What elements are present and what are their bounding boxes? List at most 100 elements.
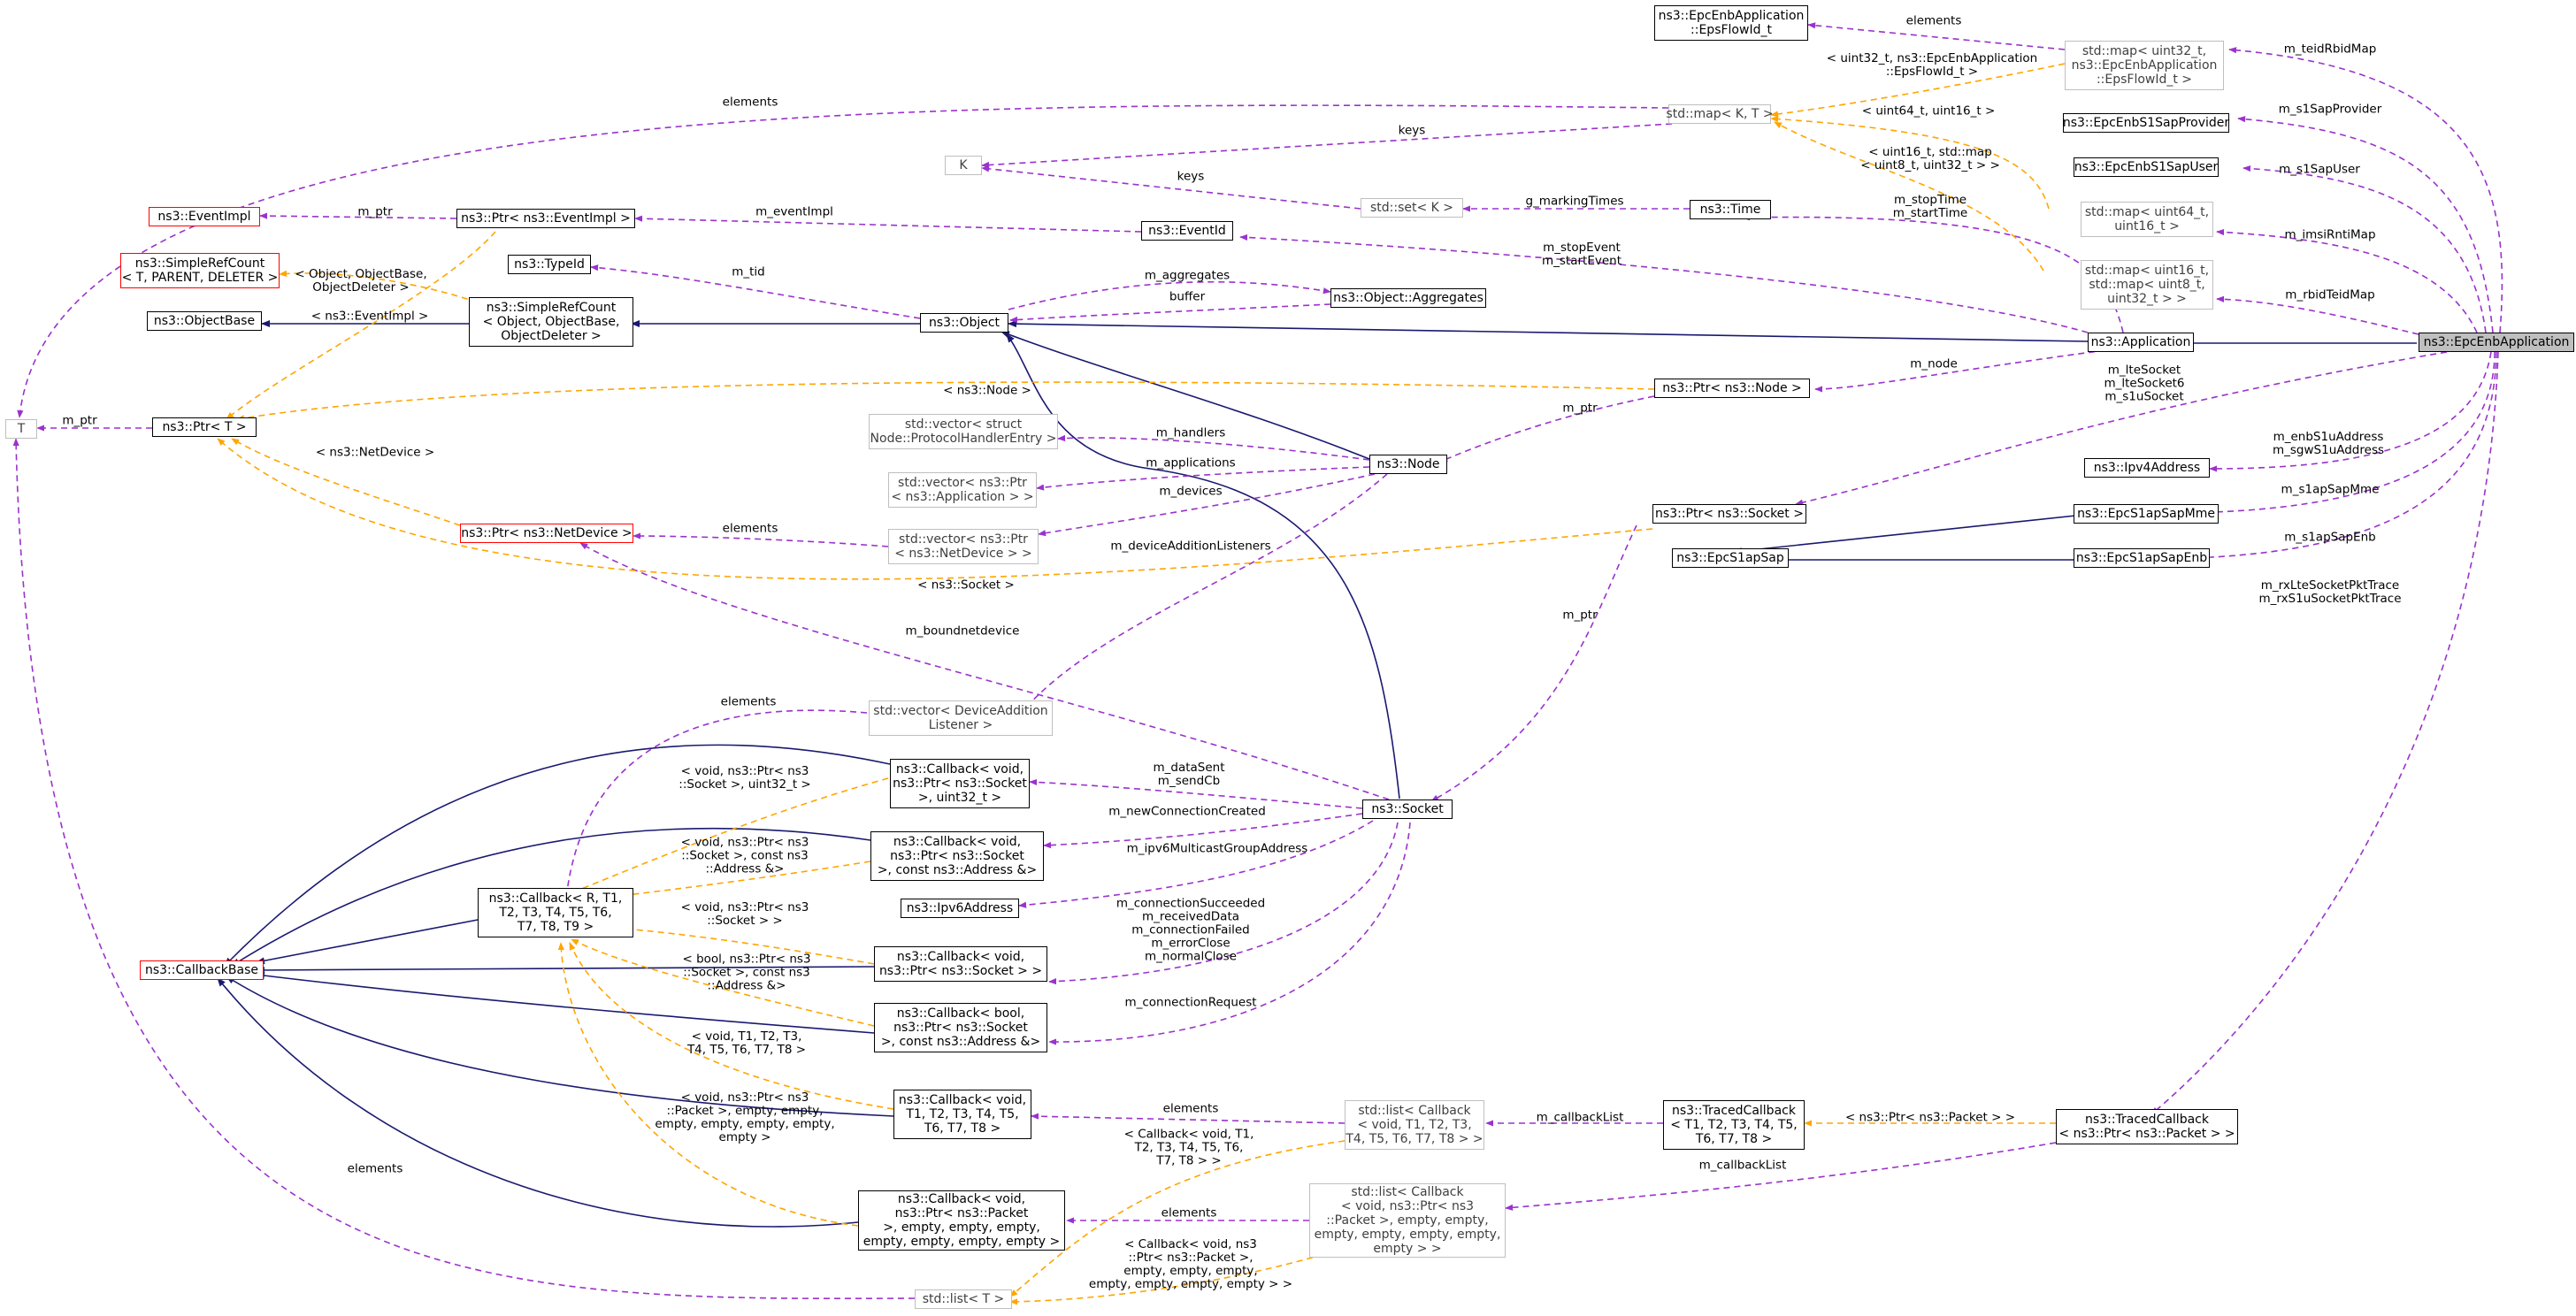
label-mboundnetdevice: m_boundnetdevice <box>905 624 1020 639</box>
node-ipv6address[interactable]: ns3::Ipv6Address <box>901 899 1019 918</box>
edge-deviceadditionlisteners <box>1025 473 1388 708</box>
node-ptr-netdevice[interactable]: ns3::Ptr< ns3::NetDevice > <box>460 524 633 543</box>
label-buffer: buffer <box>1169 289 1206 304</box>
label-mptr-eventimpl: m_ptr <box>357 204 393 219</box>
node-epcs1apsap[interactable]: ns3::EpcS1apSap <box>1672 548 1789 568</box>
edge-cbbase-to-callback-template <box>256 919 479 965</box>
edge-ptr-node <box>1439 395 1655 463</box>
node-s1sapprovider[interactable]: ns3::EpcEnbS1SapProvider <box>2063 113 2229 133</box>
edge-s1apsap-to-mme <box>1733 514 2085 555</box>
label-mdevices: m_devices <box>1159 484 1223 499</box>
node-callbackbase[interactable]: ns3::CallbackBase <box>140 960 264 980</box>
label-elements-netdevice: elements <box>722 521 778 536</box>
node-callback-void-t1[interactable]: ns3::Callback< void, T1, T2, T3, T4, T5,… <box>893 1090 1031 1139</box>
node-epcs1apsapenb[interactable]: ns3::EpcS1apSapEnb <box>2074 548 2210 568</box>
edge-list-cb-elements <box>1031 1113 1346 1124</box>
edge-sockets <box>1795 351 2448 506</box>
node-objectbase[interactable]: ns3::ObjectBase <box>147 311 262 331</box>
node-simplerefcount-template[interactable]: ns3::SimpleRefCount < T, PARENT, DELETER… <box>120 253 280 288</box>
node-s1sapuser[interactable]: ns3::EpcEnbS1SapUser <box>2074 157 2219 177</box>
node-typeid[interactable]: ns3::TypeId <box>508 255 591 274</box>
node-ptr-eventimpl[interactable]: ns3::Ptr< ns3::EventImpl > <box>456 209 635 228</box>
node-epcs1apsapmme[interactable]: ns3::EpcS1apSapMme <box>2074 504 2219 524</box>
edge-map-elements-t <box>17 104 1669 418</box>
edge-startevent <box>1239 233 2089 333</box>
edge-tmpl-datasent <box>565 777 889 896</box>
edge-tmpl-node <box>236 381 1655 422</box>
label-rbidteidmap: m_rbidTeidMap <box>2285 287 2375 302</box>
node-eventimpl[interactable]: ns3::EventImpl <box>149 207 260 226</box>
edge-netdevice-elements <box>632 532 889 547</box>
node-callback-newconn[interactable]: ns3::Callback< void, ns3::Ptr< ns3::Sock… <box>870 831 1044 881</box>
node-set-k[interactable]: std::set< K > <box>1361 198 1463 218</box>
node-list-callback-t1[interactable]: std::list< Callback < void, T1, T2, T3, … <box>1345 1100 1484 1150</box>
node-node[interactable]: ns3::Node <box>1369 455 1447 474</box>
edge-cbbase-to-newconn <box>231 827 871 967</box>
node-tracedcallback-packet[interactable]: ns3::TracedCallback < ns3::Ptr< ns3::Pac… <box>2056 1109 2238 1144</box>
label-callbacklist-2: m_callbackList <box>1698 1158 1787 1173</box>
node-object[interactable]: ns3::Object <box>920 313 1008 333</box>
edge-cbbase-to-packet <box>217 977 859 1228</box>
node-vector-applications[interactable]: std::vector< ns3::Ptr < ns3::Application… <box>888 472 1037 508</box>
edge-tmpl-list-packet <box>1009 1244 1354 1305</box>
node-list-t[interactable]: std::list< T > <box>915 1289 1012 1309</box>
label-void-socket-address: < void, ns3::Ptr< ns3 ::Socket >, const … <box>680 835 809 876</box>
edge-rbidteidmap <box>2216 295 2419 335</box>
label-datasent-sendcb: m_dataSent m_sendCb <box>1153 761 1225 788</box>
label-maggregates: m_aggregates <box>1144 268 1230 283</box>
edge-eventimpl-ptr <box>259 212 457 219</box>
node-epcenbapplication[interactable]: ns3::EpcEnbApplication <box>2419 333 2574 352</box>
node-socket[interactable]: ns3::Socket <box>1362 800 1453 819</box>
edge-object-to-node <box>1000 331 1370 460</box>
node-callback-packet[interactable]: ns3::Callback< void, ns3::Ptr< ns3::Pack… <box>858 1190 1065 1251</box>
node-vector-deviceaddition[interactable]: std::vector< DeviceAddition Listener > <box>869 700 1053 736</box>
node-callback-connrequest[interactable]: ns3::Callback< bool, ns3::Ptr< ns3::Sock… <box>874 1003 1047 1052</box>
edge-cbbase-to-void-t1 <box>226 976 894 1117</box>
node-ptr-node[interactable]: ns3::Ptr< ns3::Node > <box>1654 379 1810 398</box>
edge-aggregates <box>1008 280 1331 310</box>
edge-s1apsapmme <box>2165 351 2496 516</box>
node-ptr-socket[interactable]: ns3::Ptr< ns3::Socket > <box>1652 504 1806 524</box>
node-callback-template[interactable]: ns3::Callback< R, T1, T2, T3, T4, T5, T6… <box>478 888 633 937</box>
node-callback-datasent[interactable]: ns3::Callback< void, ns3::Ptr< ns3::Sock… <box>890 759 1030 808</box>
node-time[interactable]: ns3::Time <box>1690 200 1771 219</box>
label-pkttrace: m_rxLteSocketPktTrace m_rxS1uSocketPktTr… <box>2258 578 2402 606</box>
edge-tid <box>590 264 921 319</box>
label-s1apsapmme: m_s1apSapMme <box>2281 482 2380 497</box>
node-list-callback-packet[interactable]: std::list< Callback < void, ns3::Ptr< ns… <box>1309 1183 1506 1258</box>
label-elements-listcb: elements <box>1162 1101 1219 1116</box>
edge-tmpl-socket <box>217 438 1653 580</box>
node-ipv4address[interactable]: ns3::Ipv4Address <box>2084 458 2210 478</box>
label-ptr-packet-tmpl: < ns3::Ptr< ns3::Packet > > <box>1844 1110 2016 1125</box>
node-map-k-t[interactable]: std::map< K, T > <box>1666 104 1774 124</box>
label-elements-epsflow: elements <box>1905 13 1962 28</box>
node-t[interactable]: T <box>5 419 37 439</box>
edge-cbbase-to-connsucceeded <box>256 966 875 974</box>
label-teidrbidmap: m_teidRbidMap <box>2283 42 2377 57</box>
node-object-aggregates[interactable]: ns3::Object::Aggregates <box>1330 288 1486 308</box>
label-imsirntimap: m_imsiRntiMap <box>2284 227 2376 242</box>
edge-imsirntimap <box>2216 228 2478 333</box>
node-map-imsirnti[interactable]: std::map< uint64_t, uint16_t > <box>2081 202 2213 237</box>
node-application[interactable]: ns3::Application <box>2088 333 2194 352</box>
label-objectbasedeleter: < Object, ObjectBase, ObjectDeleter > <box>295 267 427 295</box>
label-void-t1-t8: < void, T1, T2, T3, T4, T5, T6, T7, T8 > <box>686 1029 807 1057</box>
label-gmarkingtimes: g_markingTimes <box>1525 194 1624 209</box>
edge-callbacklist-2 <box>1505 1142 2057 1211</box>
node-vector-netdevice[interactable]: std::vector< ns3::Ptr < ns3::NetDevice >… <box>888 529 1039 564</box>
node-ptr-t[interactable]: ns3::Ptr< T > <box>152 417 257 437</box>
node-simplerefcount-object[interactable]: ns3::SimpleRefCount < Object, ObjectBase… <box>469 297 633 347</box>
node-vector-protocolhandler[interactable]: std::vector< struct Node::ProtocolHandle… <box>869 414 1058 449</box>
node-epsflowid[interactable]: ns3::EpcEnbApplication ::EpsFlowId_t <box>1654 5 1808 41</box>
node-k[interactable]: K <box>945 156 982 175</box>
node-eventid[interactable]: ns3::EventId <box>1141 221 1233 241</box>
edge-tmpl-newconn <box>571 861 871 905</box>
edge-connsucceeded <box>1048 822 1399 985</box>
node-map-rbidteid[interactable]: std::map< uint16_t, std::map< uint8_t, u… <box>2081 260 2213 310</box>
node-callback-connsucceeded[interactable]: ns3::Callback< void, ns3::Ptr< ns3::Sock… <box>874 946 1047 982</box>
node-map-teidrbid[interactable]: std::map< uint32_t, ns3::EpcEnbApplicati… <box>2065 41 2224 90</box>
node-tracedcallback-template[interactable]: ns3::TracedCallback < T1, T2, T3, T4, T5… <box>1663 1100 1805 1150</box>
label-conncallbacks: m_connectionSucceeded m_receivedData m_c… <box>1116 896 1266 964</box>
label-meventimpl: m_eventImpl <box>755 204 833 219</box>
label-socket-tmpl: < ns3::Socket > <box>917 578 1015 593</box>
